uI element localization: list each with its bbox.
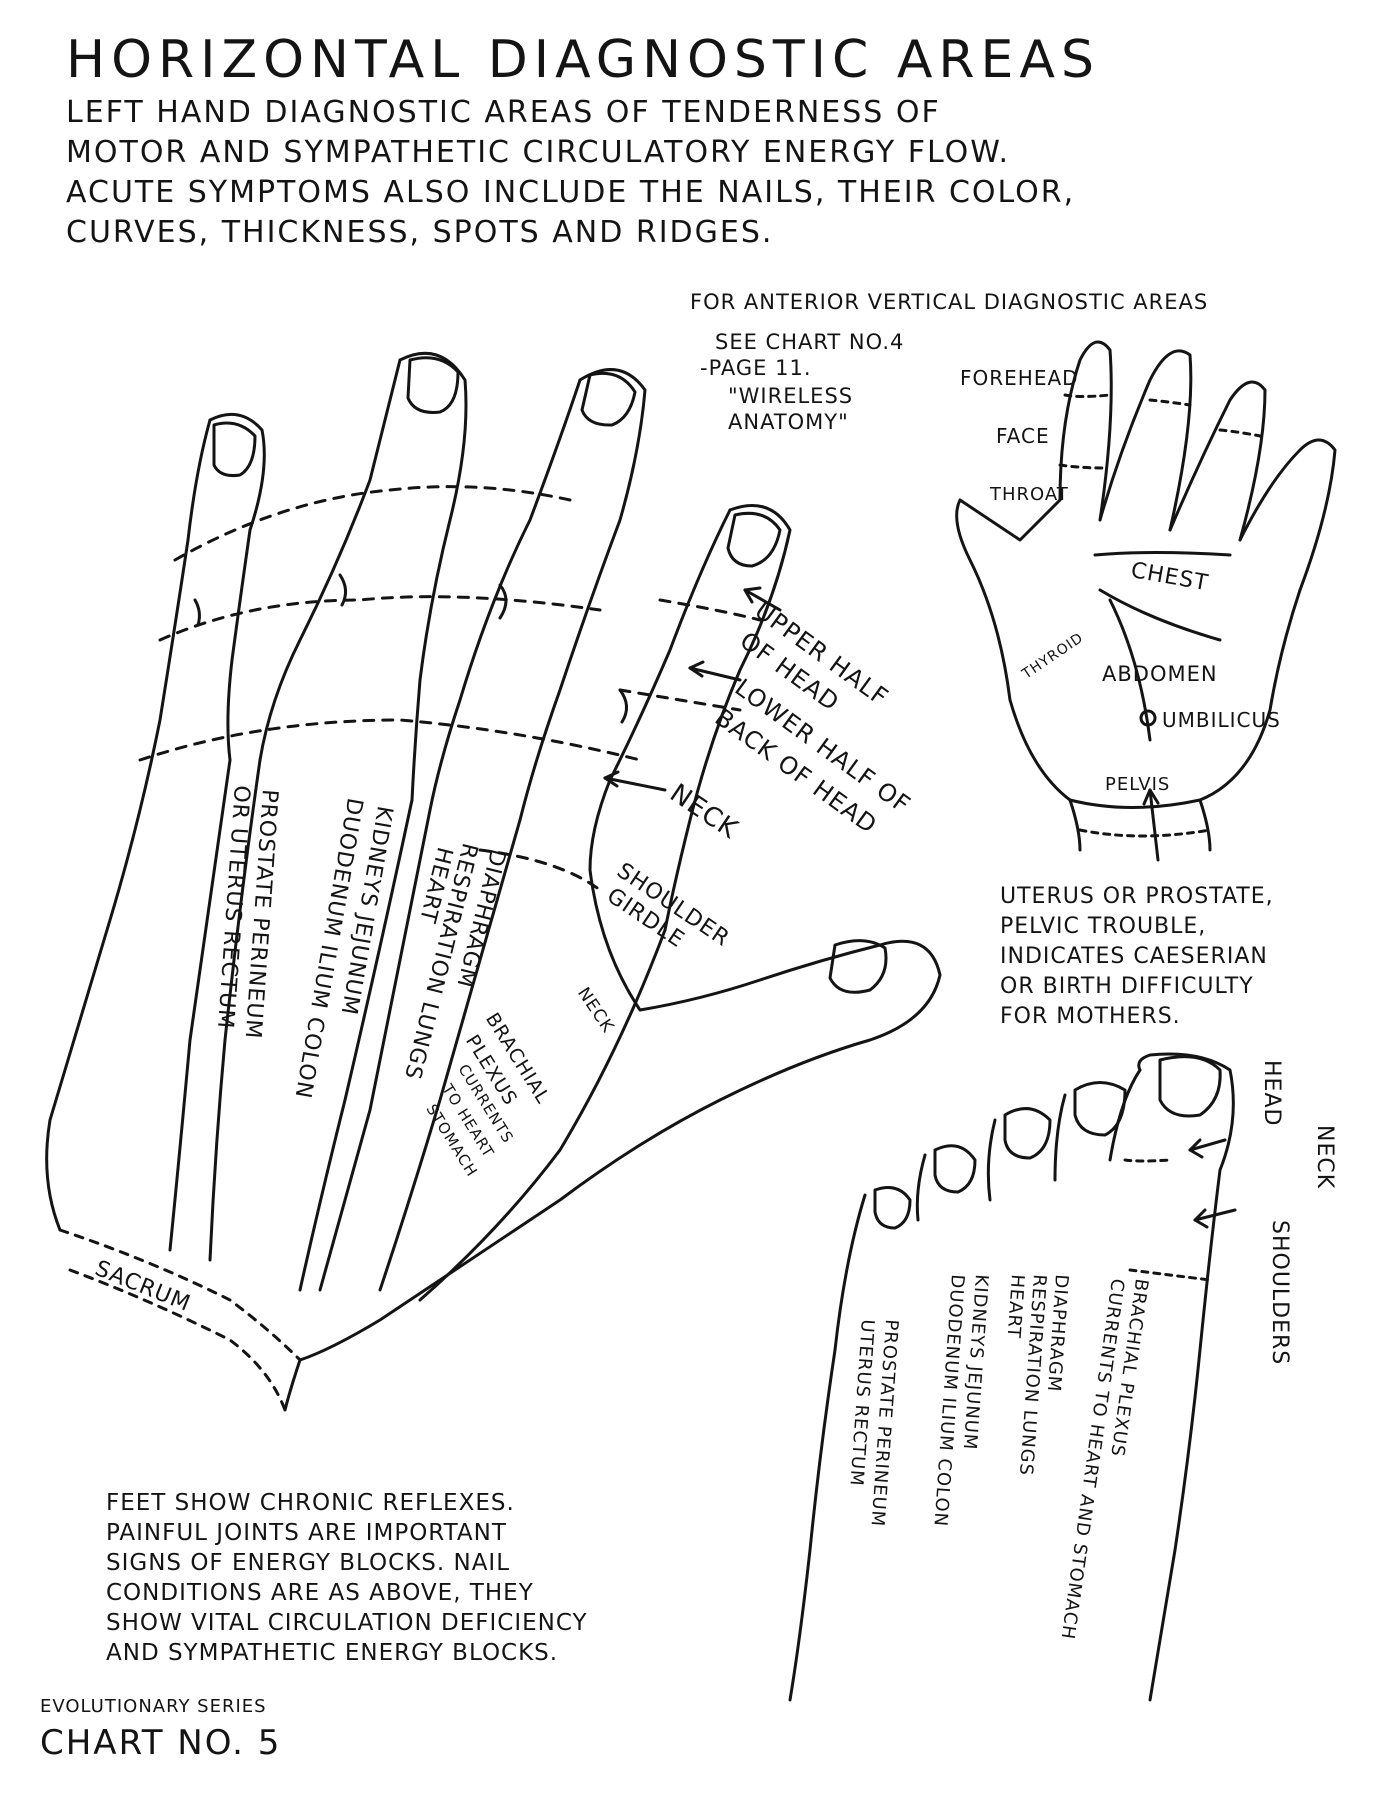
uterus-note-line: OR BIRTH DIFFICULTY bbox=[1000, 974, 1254, 999]
see-chart-line: ANATOMY" bbox=[728, 410, 849, 434]
feet-note-line: FEET SHOW CHRONIC REFLEXES. bbox=[106, 1490, 515, 1516]
uterus-note-line: PELVIC TROUBLE, bbox=[1000, 914, 1207, 939]
page-title: HORIZONTAL DIAGNOSTIC AREAS bbox=[66, 30, 1100, 90]
anterior-heading: FOR ANTERIOR VERTICAL DIAGNOSTIC AREAS bbox=[690, 290, 1209, 314]
feet-note-line: CONDITIONS ARE AS ABOVE, THEY bbox=[106, 1580, 534, 1606]
label-foot-shoulders: SHOULDERS bbox=[1267, 1220, 1292, 1366]
label-foot-neck: NECK bbox=[1312, 1125, 1337, 1190]
label-abdomen: ABDOMEN bbox=[1102, 662, 1218, 686]
see-chart-line: "WIRELESS bbox=[728, 384, 854, 408]
chart-number: CHART NO. 5 bbox=[40, 1723, 282, 1763]
foot-drawing bbox=[788, 1052, 1237, 1702]
see-chart-line: -PAGE 11. bbox=[700, 356, 812, 380]
subtitle-line: MOTOR AND SYMPATHETIC CIRCULATORY ENERGY… bbox=[66, 135, 1010, 170]
feet-note-line: PAINFUL JOINTS ARE IMPORTANT bbox=[106, 1520, 507, 1546]
label-throat: THROAT bbox=[990, 484, 1069, 505]
feet-note-line: SIGNS OF ENERGY BLOCKS. NAIL bbox=[106, 1550, 511, 1576]
uterus-note-line: UTERUS OR PROSTATE, bbox=[1000, 884, 1274, 909]
left-hand-drawing bbox=[45, 351, 942, 1412]
label-face: FACE bbox=[996, 424, 1050, 448]
label-umbilicus: UMBILICUS bbox=[1162, 708, 1281, 732]
palm-drawing bbox=[955, 340, 1337, 862]
subtitle-line: LEFT HAND DIAGNOSTIC AREAS OF TENDERNESS… bbox=[66, 95, 941, 130]
label-forehead: FOREHEAD bbox=[960, 366, 1079, 390]
subtitle-line: CURVES, THICKNESS, SPOTS AND RIDGES. bbox=[66, 215, 774, 250]
subtitle-line: ACUTE SYMPTOMS ALSO INCLUDE THE NAILS, T… bbox=[66, 175, 1076, 210]
label-foot-head: HEAD bbox=[1259, 1060, 1284, 1127]
see-chart-line: SEE CHART No.4 bbox=[715, 330, 905, 354]
feet-note-line: AND SYMPATHETIC ENERGY BLOCKS. bbox=[106, 1640, 559, 1666]
series-label: EVOLUTIONARY SERIES bbox=[40, 1696, 267, 1717]
feet-note-line: SHOW VITAL CIRCULATION DEFICIENCY bbox=[106, 1610, 588, 1636]
uterus-note-line: INDICATES CAESERIAN bbox=[1000, 944, 1268, 969]
label-pelvis: PELVIS bbox=[1105, 774, 1171, 795]
uterus-note-line: FOR MOTHERS. bbox=[1000, 1004, 1181, 1029]
label-foot-column: HEART bbox=[1002, 1273, 1028, 1340]
